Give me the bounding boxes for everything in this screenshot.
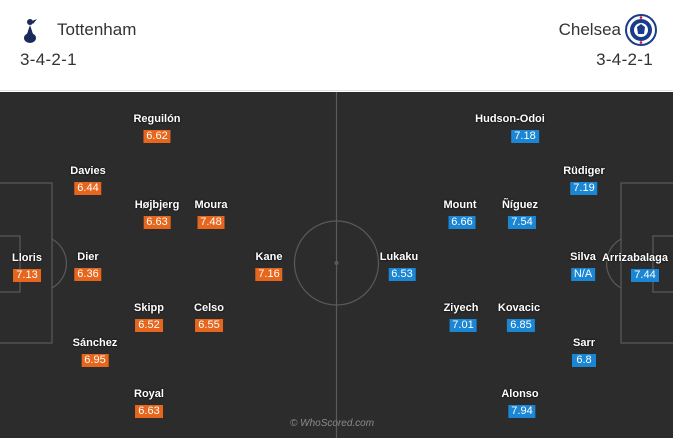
player-reguilon[interactable]: Reguilón 6.62 — [133, 113, 181, 144]
pitch: Lloris 7.13 Davies 6.44 Dier 6.36 Sánche… — [0, 92, 673, 438]
player-name: Reguilón — [133, 113, 181, 125]
player-rating: 7.54 — [508, 216, 536, 229]
player-name: Celso — [194, 302, 224, 314]
player-name: Alonso — [501, 388, 539, 400]
player-sarr[interactable]: Sarr 6.8 — [572, 337, 596, 368]
player-dier[interactable]: Dier 6.36 — [74, 251, 102, 282]
player-rating: 6.63 — [135, 405, 163, 418]
player-rating: 6.62 — [143, 130, 171, 143]
player-alonso[interactable]: Alonso 7.94 — [501, 388, 539, 419]
player-name: Dier — [77, 251, 99, 263]
player-rating: 7.13 — [13, 269, 41, 282]
match-header: Tottenham 3-4-2-1 Chelsea 3-4-2-1 — [0, 0, 673, 91]
player-rating: N/A — [570, 268, 596, 281]
player-rating: 7.94 — [508, 405, 536, 418]
player-rating: 7.01 — [449, 319, 477, 332]
player-rating: 7.16 — [255, 268, 283, 281]
player-name: Højbjerg — [134, 199, 180, 211]
player-mount[interactable]: Mount 6.66 — [443, 199, 477, 230]
player-name: Kovacic — [497, 302, 541, 314]
player-rating: 6.53 — [388, 268, 416, 281]
player-rating: 7.48 — [197, 216, 225, 229]
player-name: Lukaku — [379, 251, 419, 263]
player-name: Ñíguez — [501, 199, 539, 211]
player-rating: 6.8 — [572, 354, 596, 367]
player-davies[interactable]: Davies 6.44 — [70, 165, 106, 196]
player-niguez[interactable]: Ñíguez 7.54 — [502, 199, 538, 230]
player-hojbjerg[interactable]: Højbjerg 6.63 — [134, 199, 180, 230]
player-moura[interactable]: Moura 7.48 — [195, 199, 228, 230]
pitch-lines — [0, 92, 673, 438]
player-rudiger[interactable]: Rüdiger 7.19 — [563, 165, 605, 196]
player-lukaku[interactable]: Lukaku 6.53 — [379, 251, 419, 282]
player-rating: 6.66 — [448, 216, 476, 229]
player-rating: 6.55 — [195, 319, 223, 332]
chelsea-crest-icon — [625, 14, 657, 46]
player-rating: 6.44 — [74, 182, 102, 195]
player-sanchez[interactable]: Sánchez 6.95 — [72, 337, 118, 368]
player-name: Ziyech — [443, 302, 479, 314]
player-kane[interactable]: Kane 7.16 — [255, 251, 283, 282]
away-formation: 3-4-2-1 — [596, 50, 653, 69]
player-lloris[interactable]: Lloris 7.13 — [12, 252, 42, 283]
player-celso[interactable]: Celso 6.55 — [194, 302, 224, 333]
player-rating: 6.36 — [74, 268, 102, 281]
player-rating: 7.44 — [631, 269, 659, 282]
whoscored-watermark: © WhoScored.com — [290, 418, 375, 429]
player-name: Rüdiger — [563, 165, 605, 177]
player-kovacic[interactable]: Kovacic 6.85 — [498, 302, 540, 333]
player-ziyech[interactable]: Ziyech 7.01 — [443, 302, 479, 333]
player-rating: 6.52 — [135, 319, 163, 332]
player-hudson-odoi[interactable]: Hudson-Odoi 7.18 — [475, 113, 545, 144]
tottenham-crest-icon — [24, 19, 37, 43]
player-arrizabalaga[interactable]: Arrizabalaga 7.44 — [602, 252, 668, 283]
away-team-name[interactable]: Chelsea — [558, 20, 621, 39]
player-silva[interactable]: Silva N/A — [570, 251, 596, 282]
player-name: Arrizabalaga — [601, 252, 669, 264]
player-name: Sarr — [572, 337, 596, 349]
player-name: Silva — [570, 251, 596, 263]
home-formation: 3-4-2-1 — [20, 50, 77, 69]
player-skipp[interactable]: Skipp 6.52 — [134, 302, 164, 333]
player-rating: 6.95 — [81, 354, 109, 367]
player-name: Mount — [443, 199, 477, 211]
player-name: Davies — [70, 165, 106, 177]
player-name: Hudson-Odoi — [475, 113, 545, 125]
player-rating: 6.63 — [143, 216, 171, 229]
player-name: Kane — [255, 251, 283, 263]
player-name: Skipp — [134, 302, 164, 314]
player-rating: 6.85 — [507, 319, 535, 332]
player-name: Royal — [134, 388, 164, 400]
home-team-name[interactable]: Tottenham — [57, 20, 137, 39]
player-rating: 7.19 — [570, 182, 598, 195]
player-rating: 7.18 — [511, 130, 539, 143]
player-royal[interactable]: Royal 6.63 — [134, 388, 164, 419]
player-name: Sánchez — [72, 337, 118, 349]
player-name: Lloris — [12, 252, 42, 264]
player-name: Moura — [194, 199, 228, 211]
